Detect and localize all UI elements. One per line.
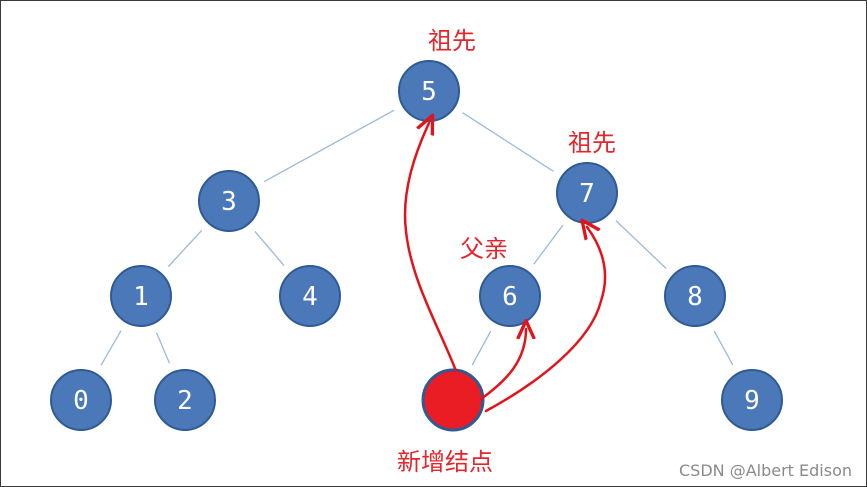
- node-label: 3: [221, 187, 237, 217]
- new-node: [421, 368, 485, 432]
- edge-6-new: [471, 330, 492, 366]
- node-label: 0: [73, 386, 89, 416]
- node-3: 3: [198, 170, 260, 232]
- node-label: 4: [302, 282, 318, 312]
- edge-7-6: [533, 224, 564, 265]
- node-8: 8: [664, 265, 726, 327]
- node-circle: [110, 265, 172, 327]
- watermark: CSDN @Albert Edison: [678, 461, 852, 480]
- node-0: 0: [50, 369, 112, 431]
- new-node-circle: [421, 368, 485, 432]
- annotations-layer: 祖先 祖先 父亲 新增结点: [397, 27, 616, 476]
- node-circle: [50, 369, 112, 431]
- edge-3-1: [167, 229, 203, 268]
- node-label: 2: [177, 386, 193, 416]
- edge-7-8: [615, 220, 667, 269]
- arrow-new-to-6: [479, 329, 526, 401]
- nodes-layer: 5 3 7 1 4 6 8 0 2 9: [50, 60, 783, 432]
- node-6: 6: [479, 265, 541, 327]
- edge-5-3: [263, 109, 395, 183]
- new-node-label: 新增结点: [397, 448, 493, 476]
- edge-3-4: [254, 231, 285, 266]
- node-circle: [664, 265, 726, 327]
- node-2: 2: [154, 369, 216, 431]
- arrows-layer: [403, 123, 607, 413]
- parent-label: 父亲: [460, 235, 508, 263]
- node-7: 7: [556, 162, 618, 224]
- edge-1-0: [100, 330, 122, 366]
- edge-8-9: [713, 330, 734, 366]
- node-circle: [154, 369, 216, 431]
- node-circle: [198, 170, 260, 232]
- node-label: 6: [502, 282, 518, 312]
- node-circle: [279, 265, 341, 327]
- edges-layer: [100, 109, 734, 366]
- node-label: 1: [133, 282, 149, 312]
- node-1: 1: [110, 265, 172, 327]
- edge-5-7: [462, 112, 554, 172]
- node-circle: [479, 265, 541, 327]
- node-label: 9: [744, 386, 760, 416]
- node-4: 4: [279, 265, 341, 327]
- arrow-new-to-5: [403, 123, 458, 373]
- node-circle: [721, 369, 783, 431]
- node-label: 8: [687, 282, 703, 312]
- ancestor-label-right: 祖先: [568, 129, 616, 157]
- arrow-new-to-7: [484, 227, 607, 413]
- edge-1-2: [155, 332, 171, 364]
- ancestor-label-top: 祖先: [428, 27, 476, 55]
- node-label: 7: [579, 179, 595, 209]
- node-label: 5: [421, 77, 437, 107]
- node-5: 5: [398, 60, 460, 122]
- node-9: 9: [721, 369, 783, 431]
